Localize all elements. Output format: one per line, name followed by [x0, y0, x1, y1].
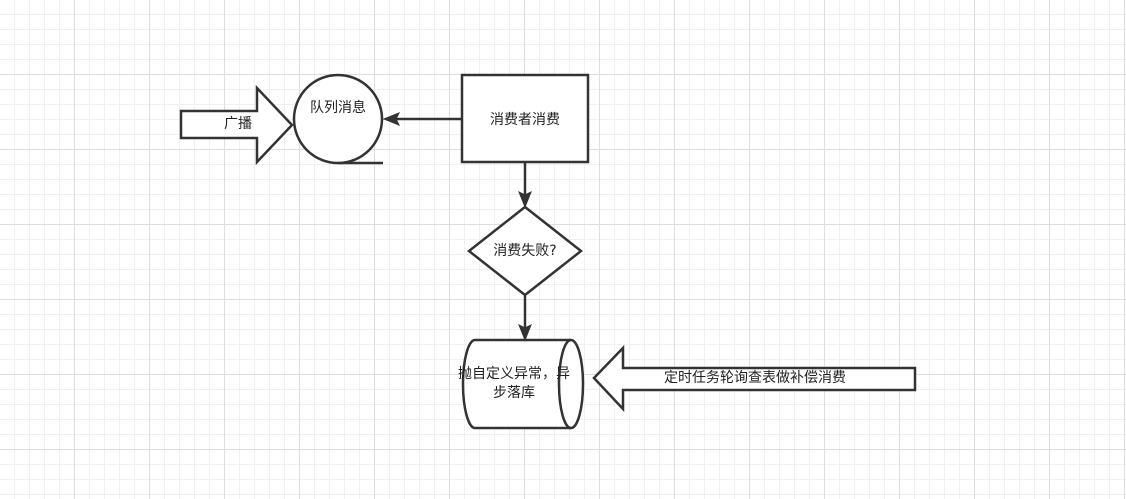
queue-node-shape[interactable]: [292, 73, 384, 165]
edge-consumer-to-queue: [382, 112, 461, 126]
consumer-label: 消费者消费: [490, 112, 560, 128]
scheduled-task-label: 定时任务轮询查表做补偿消费: [664, 370, 846, 386]
broadcast-arrow-shape[interactable]: [179, 84, 294, 166]
storage-node-shape[interactable]: [461, 338, 585, 430]
consumer-node-shape[interactable]: [460, 73, 590, 164]
scheduled-task-arrow-shape[interactable]: [592, 344, 917, 413]
edge-consumer-to-decision: [518, 163, 532, 209]
broadcast-label: 广播: [224, 116, 252, 132]
storage-label: 抛自定义异常，异步落库: [458, 366, 570, 401]
queue-label: 队列消息: [310, 100, 366, 116]
decision-label: 消费失败?: [493, 243, 557, 259]
decision-node-shape[interactable]: [466, 205, 584, 297]
edge-decision-to-storage: [518, 296, 532, 342]
